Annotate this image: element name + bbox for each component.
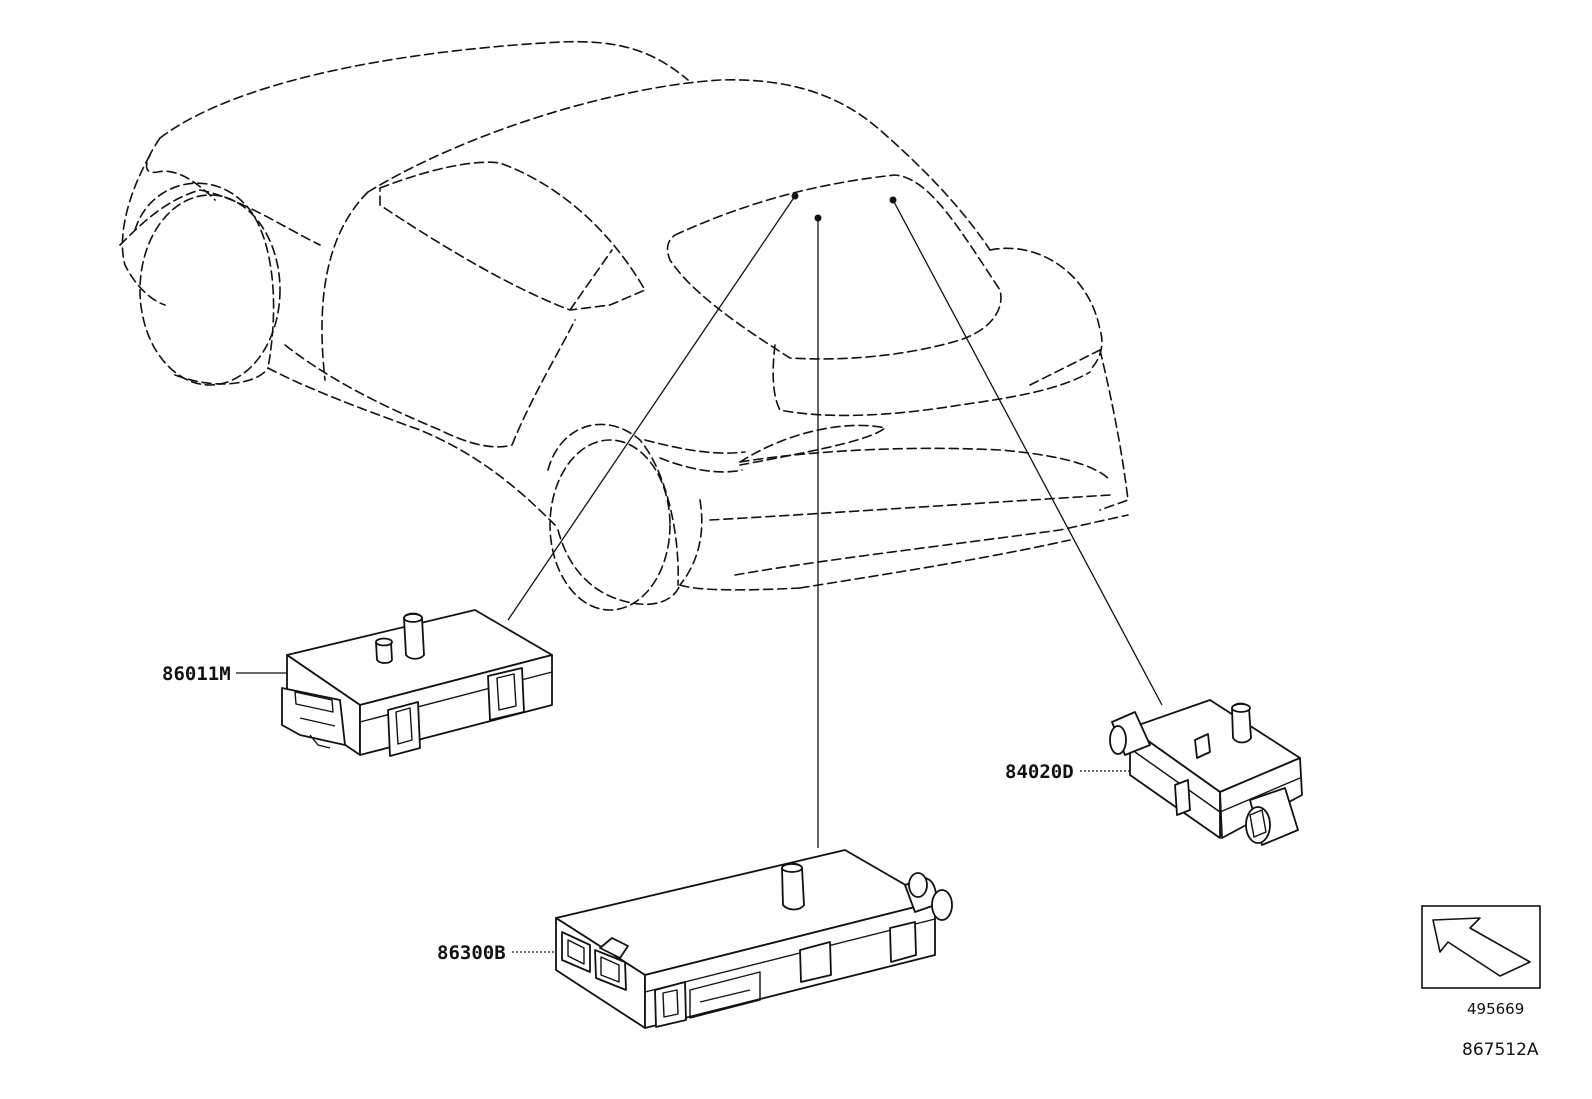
module-84020d: [1109, 699, 1303, 846]
vehicle-outline: [119, 40, 1129, 611]
orientation-indicator: [1421, 905, 1541, 989]
orientation-ref-number: 495669: [1467, 1000, 1524, 1018]
front-direction-arrow-icon: [1432, 917, 1531, 977]
module-86011m: [281, 609, 553, 757]
leader-84020d: [892, 199, 1163, 706]
module-86300b: [555, 849, 953, 1029]
diagram-id: 867512A: [1462, 1040, 1539, 1060]
leader-86011m: [507, 195, 796, 621]
label-86300b: 86300B: [437, 942, 506, 964]
label-84020d: 84020D: [1005, 761, 1074, 783]
leader-lines: [236, 192, 1163, 953]
label-86011m: 86011M: [162, 663, 231, 685]
